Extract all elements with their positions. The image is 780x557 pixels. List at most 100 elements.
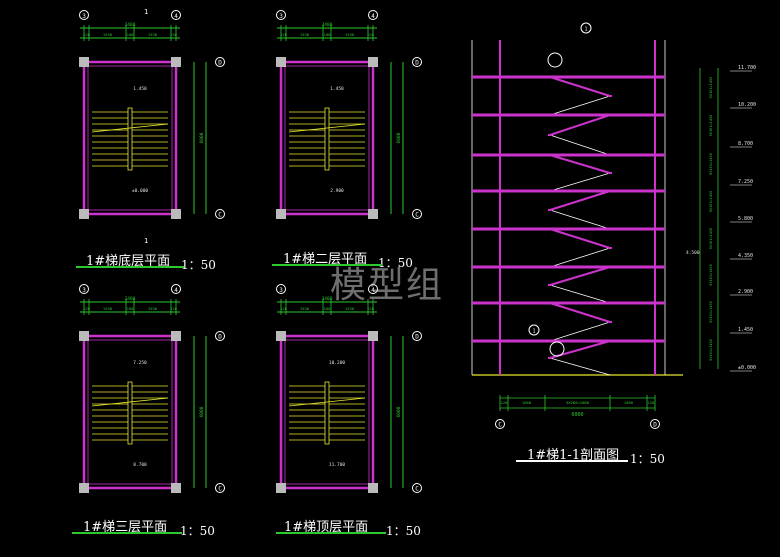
axis-bubble (215, 209, 225, 219)
axis-bubble (171, 284, 181, 294)
column (368, 483, 378, 493)
dimension-text: 9X161=1450 (709, 264, 713, 286)
dimension-text: 1530 (103, 306, 113, 311)
column (368, 331, 378, 341)
dimension-text: 9X161=1450 (709, 153, 713, 175)
dimension-text: 120 (367, 306, 375, 311)
dimension-text: 6000 (199, 132, 205, 143)
axis-label: D (218, 334, 222, 341)
dimension-text: 1530 (103, 32, 113, 37)
stair-handrail (127, 381, 133, 445)
cut-mark: 1 (144, 8, 148, 16)
stair-flight-outline (549, 284, 611, 304)
section-title: 1#梯1-1剖面图 (527, 448, 620, 463)
axis-label: C (415, 486, 419, 493)
cut-mark: 1 (144, 237, 148, 245)
column (171, 331, 181, 341)
dimension-text: 1530 (148, 32, 158, 37)
detail-label: 1 (532, 329, 535, 335)
dimension-text: 9X161=1450 (709, 339, 713, 361)
axis-bubble (215, 483, 225, 493)
column (171, 57, 181, 67)
plan-title-third: 1#梯三层平面 (83, 520, 168, 535)
dimension-text: 100 (127, 32, 135, 37)
dimension-text: 120 (501, 400, 509, 405)
axis-bubble (368, 10, 378, 20)
plan-title-second: 1#梯二层平面 (283, 252, 368, 267)
axis-label: C (498, 422, 502, 429)
stair-flight (549, 302, 611, 323)
axis-label: 4 (174, 13, 178, 20)
stair-break-line (91, 123, 169, 133)
axis-bubble (79, 284, 89, 294)
dimension-text: 9X161=1450 (709, 77, 713, 99)
stair-flight (549, 228, 611, 249)
stair-handrail (324, 107, 330, 171)
plan-scale-top: 1：50 (386, 524, 421, 538)
dimension-text: 6000 (396, 406, 402, 417)
stair-flight-outline (549, 247, 611, 268)
dimension-text: 3400 (322, 296, 333, 302)
dimension-text: 120 (280, 306, 288, 311)
level-text: 8.700 (738, 141, 753, 147)
detail-circle (547, 52, 563, 68)
stair-wall (279, 334, 375, 490)
level-text: 1.450 (330, 86, 344, 92)
dimension-text: 6000 (199, 406, 205, 417)
stair-flight-outline (549, 209, 611, 230)
axis-label: C (218, 212, 222, 219)
stair-flight-outline (549, 357, 611, 376)
stair-wall-inner (284, 339, 370, 485)
stair-handrail (127, 107, 133, 171)
stair-flight (549, 266, 611, 286)
axis-label: D (653, 422, 657, 429)
level-text: ±0.000 (738, 365, 756, 371)
dimension-text: 120 (280, 32, 288, 37)
stair-flight-outline (549, 321, 611, 342)
detail-bubble (580, 22, 592, 34)
dimension-text: 3400 (125, 22, 136, 28)
dimension-text: 3400 (125, 296, 136, 302)
level-text: 4.350 (738, 253, 753, 259)
axis-bubble (215, 57, 225, 67)
plan-title-underline (76, 266, 184, 268)
level-text: 1.450 (133, 86, 147, 92)
axis-label: 3 (82, 287, 86, 294)
stair-wall-inner (87, 339, 173, 485)
dimension-text: 1660 (624, 400, 634, 405)
axis-bubble (412, 209, 422, 219)
level-text: 10.200 (329, 360, 346, 366)
level-text: 1.450 (738, 327, 753, 333)
column (171, 483, 181, 493)
stair-wall (82, 334, 178, 490)
axis-bubble (276, 10, 286, 20)
axis-label: D (415, 60, 419, 67)
stair-wall (279, 60, 375, 216)
level-text: 11.700 (329, 462, 346, 468)
stair-flight-outline (549, 134, 611, 156)
axis-label: 3 (279, 287, 283, 294)
column (276, 57, 286, 67)
column (276, 331, 286, 341)
column (79, 331, 89, 341)
axis-label: D (218, 60, 222, 67)
column (79, 483, 89, 493)
dimension-text: 1530 (148, 306, 158, 311)
stair-break-line (91, 397, 169, 407)
axis-label: C (415, 212, 419, 219)
stair-wall (82, 60, 178, 216)
stair-handrail (324, 381, 330, 445)
level-text: 4.500 (686, 250, 700, 256)
axis-bubble (79, 10, 89, 20)
stair-flight (549, 154, 611, 174)
dimension-text: 100 (127, 306, 135, 311)
column (79, 209, 89, 219)
dimension-text: 6000 (396, 132, 402, 143)
column (368, 57, 378, 67)
axis-bubble (215, 331, 225, 341)
axis-label: 4 (371, 287, 375, 294)
